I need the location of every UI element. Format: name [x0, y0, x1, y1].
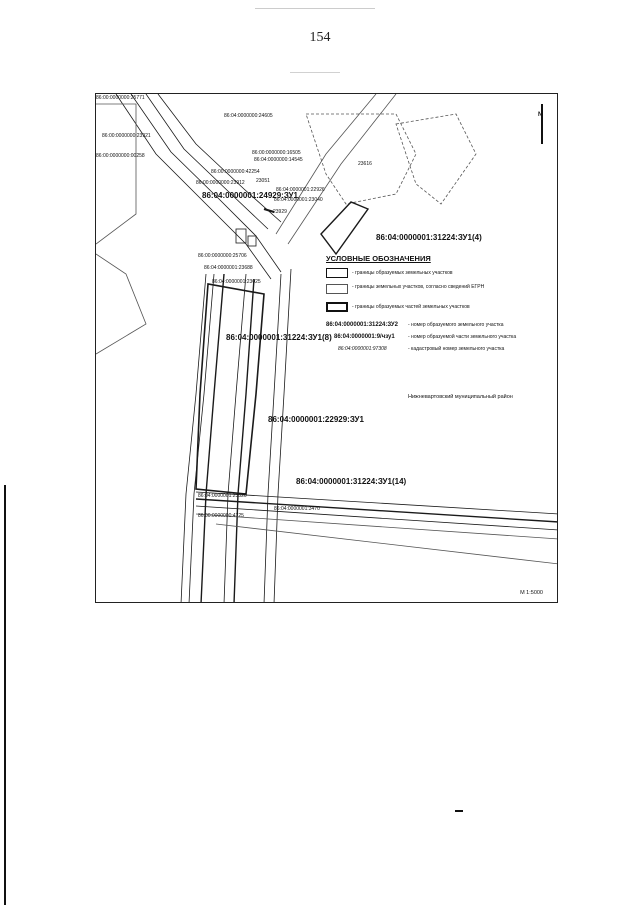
- parcel-label-p20: 86:04:0000001:22929:ЗУ1: [268, 415, 364, 424]
- parcel-label-p13: 86:04:0000001:23040: [274, 197, 323, 203]
- parcel-label-p7: 23616: [358, 161, 372, 167]
- corridor-left-1: [180, 273, 207, 602]
- legend-title: УСЛОВНЫЕ ОБОЗНАЧЕНИЯ: [326, 254, 431, 263]
- left-parcels: [96, 103, 137, 245]
- scan-mark-sub: [290, 72, 340, 73]
- legend-item-3: - границы образуемых частей земельных уч…: [352, 304, 470, 310]
- legend-desc-3: - кадастровый номер земельного участка: [408, 346, 505, 352]
- parcel-label-p24: 86:00:0000000:4725: [198, 513, 244, 519]
- scan-edge-bar: [4, 485, 6, 905]
- formed-parcel-boundary: [195, 283, 265, 495]
- scale-label: М 1:5000: [520, 590, 543, 596]
- corridor-left-2: [188, 273, 215, 602]
- legend-swatch-parts: [326, 302, 348, 312]
- parcel-label-p21: 86:04:0000001:31224:ЗУ1(14): [296, 477, 407, 486]
- road-branch-1: [275, 94, 377, 235]
- parcel-label-p19: 86:04:0000001:31224:ЗУ1(8): [226, 333, 332, 342]
- map-drawing: [96, 94, 557, 602]
- parcel-label-p5: 86:04:0000000:14545: [254, 157, 303, 163]
- legend-code-1: 86:04:0000001:31224:ЗУ2: [326, 322, 398, 328]
- legend-code-2: 86:04:0000001:9/чзу1: [334, 334, 395, 340]
- building-outline-1: [305, 113, 417, 205]
- scan-dash: [455, 810, 463, 812]
- road-branch-2: [287, 94, 397, 245]
- parcel-label-p17: 86:04:0000001:23688: [204, 265, 253, 271]
- structure-2: [247, 235, 257, 247]
- road-edge-4: [157, 94, 282, 223]
- parcel-label-p10: 86:00:0000000:23912: [196, 180, 245, 186]
- parcel-label-p14: 23929: [273, 209, 287, 215]
- structure-1: [235, 228, 247, 244]
- parcel-label-p3: 86:00:0000000:23921: [102, 133, 151, 139]
- parcel-label-p15: 86:04:0000001:31224:ЗУ1(4): [376, 233, 482, 242]
- district-label: Нижневартовский муниципальный район: [408, 394, 513, 400]
- north-arrow-icon: N: [538, 104, 545, 144]
- legend-swatch-egrn: [326, 284, 348, 294]
- east-road-5: [215, 523, 557, 565]
- east-road-2: [195, 498, 557, 523]
- corridor-mid-1: [223, 273, 247, 602]
- parcel-polygon-4: [320, 201, 370, 256]
- legend-item-2: - границы земельных участков, согласно с…: [352, 284, 485, 290]
- cadastral-map: 86:00:0000000:25771 86:04:0000000:24605 86…: [95, 93, 558, 603]
- east-road-4: [195, 513, 557, 540]
- parcel-label-p12: 86:04:0000001:24929:ЗУ1: [202, 191, 298, 200]
- north-letter: N: [538, 112, 543, 118]
- parcel-label-p4: 86:00:0000000:16505: [252, 150, 301, 156]
- building-outline-2: [395, 113, 477, 205]
- legend-swatch-formed: [326, 268, 348, 278]
- structure-3: [263, 208, 275, 213]
- road-edge-1: [115, 94, 272, 280]
- scan-mark-top: [255, 8, 375, 9]
- parcel-label-p18: 86:04:0000001:23025: [212, 279, 261, 285]
- legend-desc-2: - номер образуемой части земельного учас…: [408, 334, 517, 340]
- page-number: 154: [309, 30, 331, 45]
- east-road-3: [195, 505, 557, 531]
- parcel-label-p1: 86:00:0000000:25771: [96, 95, 145, 101]
- road-edge-2: [130, 94, 282, 273]
- left-parcels-2: [96, 253, 147, 355]
- corridor-left-3: [200, 273, 225, 602]
- legend-desc-1: - номер образуемого земельного участка: [408, 322, 504, 328]
- corridor-right-2: [273, 268, 292, 602]
- corridor-right-1: [263, 273, 282, 602]
- parcel-label-p6: 86:00:0000000:00258: [96, 153, 145, 159]
- east-road-1: [195, 491, 557, 515]
- parcel-label-p16: 86:00:0000000:25706: [198, 253, 247, 259]
- legend-code-3: 86:04:0000001:97308: [338, 346, 387, 352]
- parcel-label-p2: 86:04:0000000:24605: [224, 113, 273, 119]
- road-edge-3: [145, 94, 269, 230]
- parcel-label-p23: 86:04:0000001:3470: [274, 506, 320, 512]
- corridor-mid-2: [233, 278, 255, 602]
- parcel-label-p8: 86:00:0000000:42254: [211, 169, 260, 175]
- parcel-label-p22: 86:04:0000001:23520: [198, 493, 247, 499]
- parcel-label-p9: 23051: [256, 178, 270, 184]
- legend-item-1: - границы образуемых земельных участков: [352, 270, 453, 276]
- parcel-label-p11: 86:04:0000001:22926: [276, 187, 325, 193]
